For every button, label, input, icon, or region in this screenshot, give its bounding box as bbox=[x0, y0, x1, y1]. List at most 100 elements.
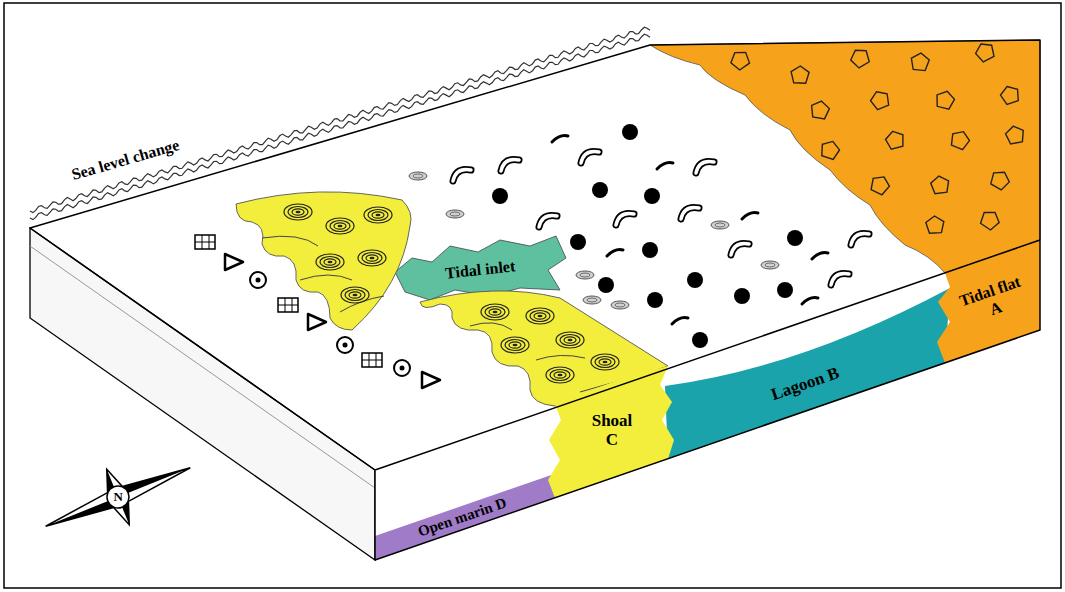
nodule-symbol bbox=[999, 84, 1022, 106]
shell-fragment bbox=[453, 169, 471, 181]
ooid-symbol bbox=[526, 308, 554, 324]
peloid-dot bbox=[687, 272, 703, 288]
lagoon-strip bbox=[665, 288, 950, 459]
pellet-symbol bbox=[576, 271, 594, 279]
peloid-dot bbox=[570, 234, 586, 250]
nodule-symbol bbox=[791, 66, 810, 84]
illustration-part bbox=[300, 275, 352, 280]
nodule-symbol bbox=[910, 52, 930, 71]
bioclast-mark bbox=[607, 250, 623, 256]
nodule-symbol bbox=[988, 168, 1012, 192]
shell-fragment bbox=[851, 233, 869, 245]
shell-fragment bbox=[581, 151, 599, 163]
nodule-symbol bbox=[949, 128, 972, 151]
pellet-symbol bbox=[711, 221, 729, 229]
ooid-symbol bbox=[341, 287, 369, 303]
ooid-symbol bbox=[481, 304, 509, 320]
peloid-dot bbox=[777, 282, 793, 298]
echinoderm-symbol bbox=[337, 337, 353, 353]
compass-letter: N bbox=[114, 490, 123, 505]
nodule-symbol bbox=[868, 88, 891, 111]
platform-left-face bbox=[30, 228, 375, 560]
peloid-dot bbox=[692, 332, 708, 348]
reef-symbol bbox=[195, 235, 215, 249]
bioclast-mark bbox=[672, 318, 688, 324]
platform-outline bbox=[30, 40, 1040, 560]
foram-symbol bbox=[308, 314, 326, 330]
illustration-part bbox=[104, 483, 133, 512]
ooid-symbol bbox=[591, 354, 619, 370]
sea-level-label: Sea level change bbox=[69, 136, 181, 184]
nodule-symbol bbox=[978, 208, 1002, 232]
illustration-part bbox=[262, 236, 318, 246]
foram-symbol bbox=[225, 254, 243, 270]
shoal-bar bbox=[236, 192, 411, 330]
nodule-symbol bbox=[848, 46, 872, 70]
illustration-part bbox=[34, 440, 201, 554]
peloid-dot bbox=[644, 188, 660, 204]
shell-fragment bbox=[616, 213, 634, 225]
ooid-symbol bbox=[364, 207, 392, 223]
reef-symbol bbox=[278, 298, 298, 312]
shell-fragment bbox=[501, 159, 519, 171]
ooid-symbol bbox=[546, 367, 574, 383]
echinoderm-symbol bbox=[250, 272, 266, 288]
ooid-symbol bbox=[316, 254, 344, 270]
ooid-symbol bbox=[326, 218, 354, 234]
echinoderm-symbol bbox=[394, 360, 410, 376]
ooid-symbol bbox=[284, 204, 312, 220]
peloid-dot bbox=[787, 230, 803, 246]
sea-level-line bbox=[30, 27, 650, 212]
shell-fragment bbox=[831, 273, 849, 285]
pellet-symbol bbox=[446, 210, 464, 218]
bioclast-mark bbox=[802, 298, 818, 304]
nodule-symbol bbox=[884, 129, 906, 150]
nodule-symbol bbox=[1004, 124, 1025, 144]
peloid-dot bbox=[492, 188, 508, 204]
shell-fragment bbox=[681, 207, 699, 219]
pellet-symbol bbox=[761, 261, 779, 269]
north-arrow bbox=[34, 440, 201, 554]
water-plane-line bbox=[30, 246, 375, 488]
bioclast-mark bbox=[812, 253, 828, 259]
pellet-symbol bbox=[611, 301, 629, 309]
peloid-dot bbox=[592, 182, 608, 198]
shell-fragment bbox=[696, 161, 714, 173]
nodule-symbol bbox=[727, 47, 751, 71]
peloid-dot bbox=[734, 288, 750, 304]
bioclast-mark bbox=[742, 213, 758, 219]
nodule-symbol bbox=[973, 40, 997, 63]
nodule-symbol bbox=[934, 89, 956, 110]
bioclast-mark bbox=[657, 163, 673, 169]
nodule-symbol bbox=[926, 216, 945, 234]
illustration-part bbox=[470, 323, 512, 330]
tidal-flat-top bbox=[650, 40, 1040, 273]
peloid-dot bbox=[647, 292, 663, 308]
pellet-symbol bbox=[409, 172, 427, 180]
shoal-ripples bbox=[262, 236, 640, 392]
ooid-symbol bbox=[556, 332, 584, 348]
shell-fragment bbox=[731, 243, 749, 255]
ooid-symbol bbox=[501, 337, 529, 353]
peloid-dot bbox=[642, 242, 658, 258]
ooid-symbol bbox=[358, 250, 386, 266]
reef-symbol bbox=[362, 353, 382, 367]
frame-border bbox=[4, 3, 1061, 588]
illustration-part bbox=[536, 355, 585, 360]
facies-zone: Shoal C bbox=[587, 411, 637, 450]
nodule-symbol bbox=[868, 173, 892, 196]
tidal-inlet-shape bbox=[395, 236, 566, 300]
bioclast-mark bbox=[552, 136, 568, 142]
nodule-symbol bbox=[819, 139, 841, 161]
foram-symbol bbox=[422, 372, 440, 388]
pellet-symbol bbox=[583, 296, 601, 304]
facies-label: Shoal C bbox=[587, 411, 637, 450]
open-marine-strip bbox=[375, 472, 560, 560]
nodule-symbol bbox=[810, 100, 831, 120]
peloid-dot bbox=[622, 124, 638, 140]
platform-front-face bbox=[375, 240, 1040, 560]
nodule-symbol bbox=[930, 175, 950, 194]
shell-fragment bbox=[539, 215, 557, 227]
